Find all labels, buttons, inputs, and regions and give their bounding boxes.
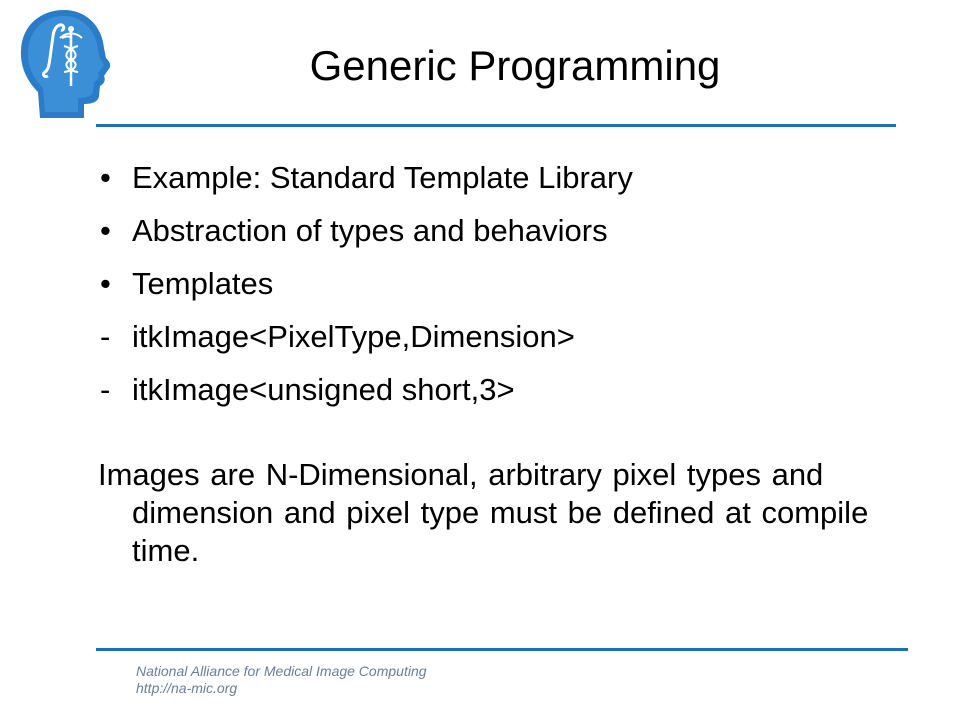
na-mic-logo-icon: [20, 10, 111, 118]
dash-text: itkImage<PixelType,Dimension>: [132, 319, 575, 354]
bullet-text: Abstraction of types and behaviors: [132, 213, 608, 248]
dash-marker: -: [100, 319, 111, 354]
footer-org: National Alliance for Medical Image Comp…: [136, 663, 427, 679]
footer-url: http://na-mic.org: [136, 680, 238, 696]
summary-paragraph: Images are N-Dimensional, arbitrary pixe…: [98, 457, 869, 568]
title-divider: [96, 124, 896, 127]
bullet-text: Example: Standard Template Library: [132, 160, 633, 195]
footer-divider: [96, 648, 908, 651]
dash-marker: -: [100, 372, 111, 407]
bullet-marker: •: [100, 266, 111, 301]
slide-content: • Example: Standard Template Library • A…: [98, 160, 898, 570]
dash-item: - itkImage<PixelType,Dimension>: [98, 319, 898, 355]
dash-item: - itkImage<unsigned short,3>: [98, 372, 898, 408]
bullet-text: Templates: [132, 266, 274, 301]
footer: National Alliance for Medical Image Comp…: [136, 663, 427, 697]
bullet-item: • Example: Standard Template Library: [98, 160, 898, 196]
bullet-item: • Templates: [98, 266, 898, 302]
bullet-marker: •: [100, 213, 111, 248]
slide-title: Generic Programming: [309, 42, 721, 89]
bullet-item: • Abstraction of types and behaviors: [98, 213, 898, 249]
dash-text: itkImage<unsigned short,3>: [132, 372, 515, 407]
bullet-marker: •: [100, 160, 111, 195]
